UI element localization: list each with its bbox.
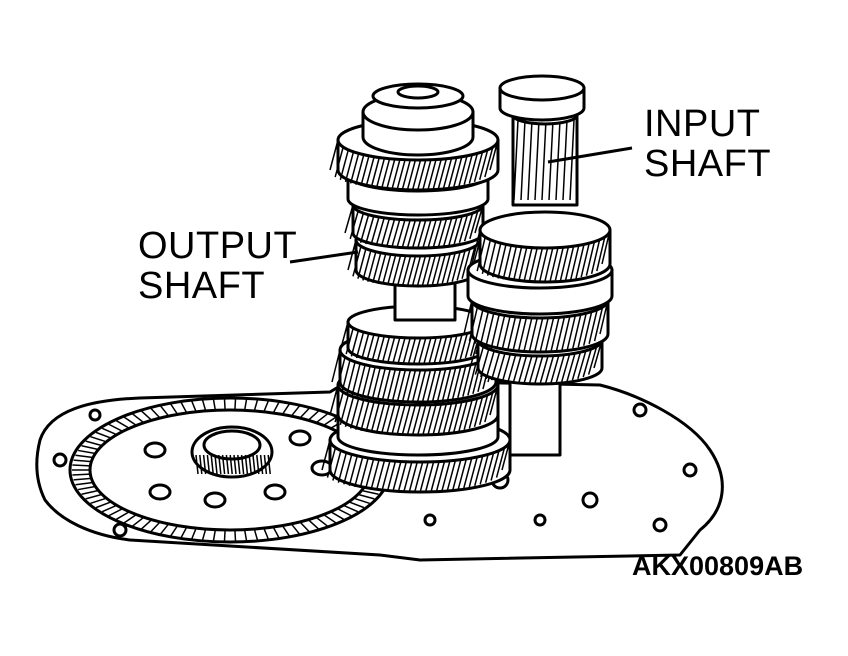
output-shaft-leader (289, 250, 359, 264)
input-shaft-label-line2: SHAFT (644, 143, 772, 185)
output-shaft-label-line1: OUTPUT (138, 225, 298, 267)
input-shaft-label-line1: INPUT (644, 103, 761, 145)
output-shaft-label-line2: SHAFT (138, 265, 266, 307)
input-shaft-label: INPUT SHAFT (644, 104, 771, 184)
output-shaft-label: OUTPUT SHAFT (138, 226, 297, 306)
reference-code: AKX00809AB (632, 551, 804, 581)
input-shaft-leader (547, 146, 633, 164)
